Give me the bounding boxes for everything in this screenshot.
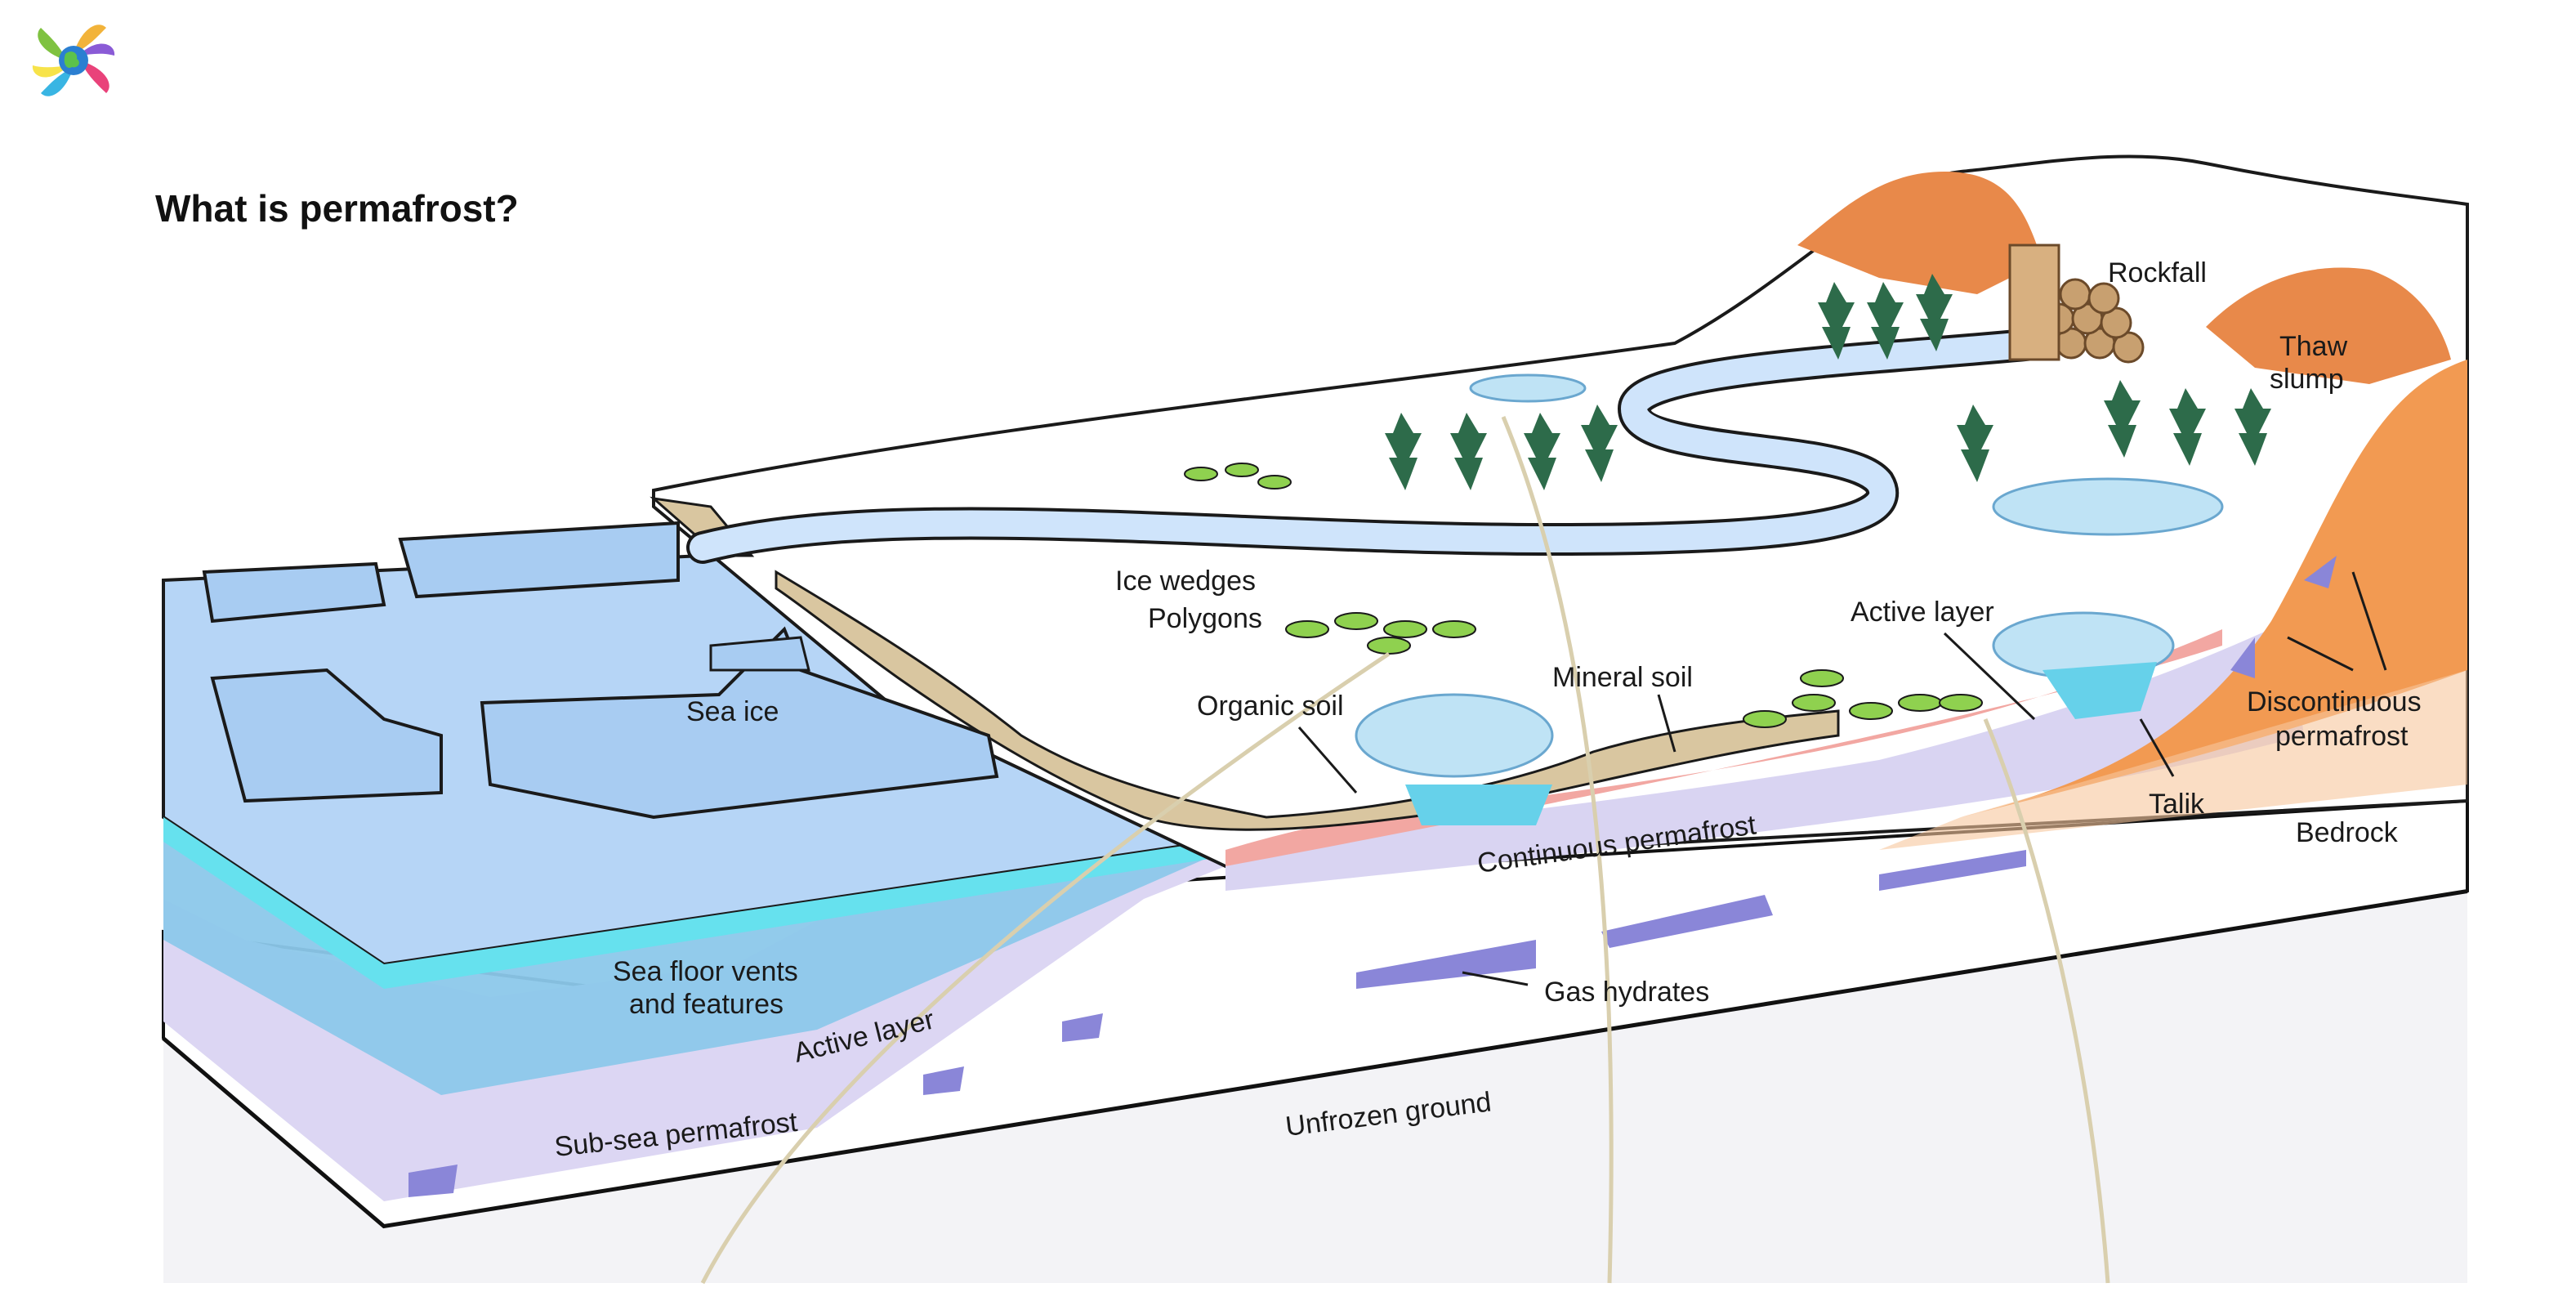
gas-hydrate-1: [1356, 940, 1536, 989]
ice-floe-1: [202, 561, 386, 624]
gas-hydrate-4: [1062, 1013, 1103, 1042]
label-rockfall: Rockfall: [2108, 257, 2207, 288]
lake-2-thaw: [2042, 662, 2157, 719]
pinwheel-globe-logo: [32, 25, 115, 96]
rockfall-cliff: [2008, 244, 2060, 361]
label-mineral-soil: Mineral soil: [1552, 662, 1693, 693]
lake-4: [1469, 373, 1587, 403]
ice-floe-5: [709, 636, 810, 672]
discontinuous-pocket-2: [2230, 637, 2255, 678]
label-thaw-slump-2: slump: [2270, 364, 2344, 395]
label-thaw-slump-1: Thaw: [2279, 331, 2348, 362]
gas-hydrate-5: [923, 1066, 964, 1095]
label-discontinuous-2: permafrost: [2275, 721, 2409, 752]
ice-floe-4: [480, 626, 999, 820]
gas-hydrate-2: [1601, 895, 1773, 948]
label-active-layer-land: Active layer: [1851, 597, 1994, 628]
lake-1: [1355, 693, 1554, 778]
organic-soil-cliff: [775, 570, 1840, 831]
label-discontinuous-1: Discontinuous: [2247, 686, 2422, 718]
bedrock-gradient-front: [1879, 670, 2467, 850]
tree-group: [1385, 274, 2271, 490]
decorative-arcs: [700, 416, 2110, 1285]
label-ice-wedges-1: Ice wedges: [1115, 566, 1256, 597]
label-gas-hydrates: Gas hydrates: [1544, 977, 1709, 1008]
lake-3: [1992, 477, 2224, 536]
pointer-lines: [1297, 571, 2387, 986]
label-sea-ice: Sea ice: [686, 696, 779, 727]
label-organic-soil: Organic soil: [1197, 691, 1344, 722]
discontinuous-pocket-1: [2304, 556, 2337, 588]
gas-hydrate-6: [408, 1165, 458, 1197]
bedrock: [1961, 360, 2467, 817]
label-talik: Talik: [2149, 789, 2205, 820]
ice-floe-3: [210, 668, 443, 803]
gas-hydrate-3: [1879, 850, 2026, 891]
label-ice-wedges-2: Polygons: [1148, 603, 1262, 634]
river-water: [690, 330, 2056, 561]
lake-1-thaw: [1405, 785, 1552, 825]
page-title: What is permafrost?: [155, 187, 519, 230]
mountain-left: [1797, 172, 2042, 294]
ice-floe-2: [398, 521, 680, 599]
block-front-face: [163, 891, 2467, 1283]
label-sea-floor-1: Sea floor vents: [613, 956, 798, 987]
label-bedrock: Bedrock: [2296, 817, 2399, 848]
mountain-right: [2206, 267, 2451, 384]
label-sea-floor-2: and features: [629, 989, 784, 1020]
